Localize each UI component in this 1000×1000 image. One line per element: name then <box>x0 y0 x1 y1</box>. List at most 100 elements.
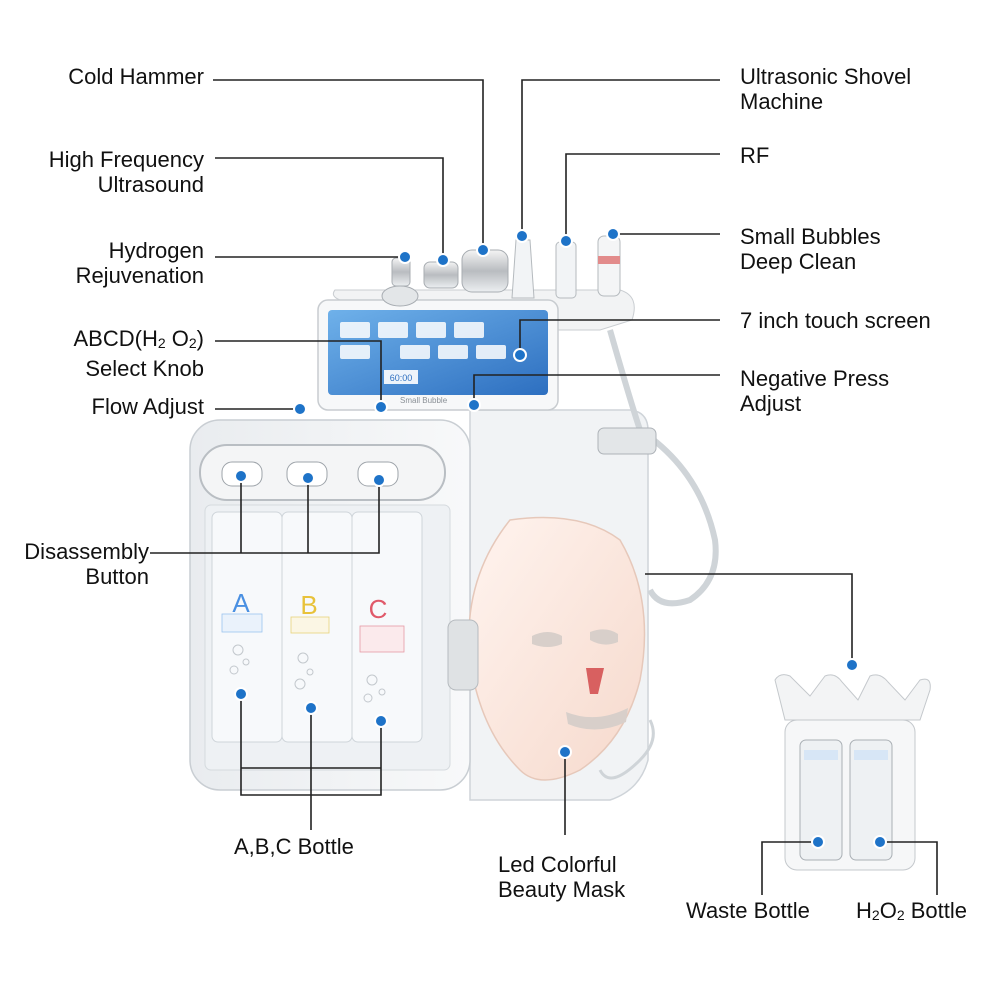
brand-text: Small Bubble <box>400 396 448 405</box>
mask-nose <box>586 668 604 694</box>
label-abcd-knob: ABCD(H2 O2) Select Knob <box>74 326 205 381</box>
mask-strap <box>447 619 479 691</box>
label-subscript: 2 <box>896 907 905 923</box>
label-abc-bottle: A,B,C Bottle <box>234 834 354 859</box>
label-rf: RF <box>740 143 769 168</box>
label-line: Rejuvenation <box>75 263 204 288</box>
handpiece-small-bubbles <box>597 235 621 297</box>
main-device: A B C 60:00 Small Bubble <box>189 235 719 801</box>
label-line: Disassembly <box>24 539 149 564</box>
label-part: Bottle <box>904 898 967 923</box>
label-part: ABCD(H <box>73 326 158 351</box>
bottle-unit-holder <box>774 674 931 721</box>
leader-abc-bottle <box>240 695 382 830</box>
label-line: Beauty Mask <box>498 877 626 902</box>
label-subscript: 2 <box>188 335 197 351</box>
label-line: ABCD(H2 O2) <box>74 326 205 356</box>
bottle-letter-a: A <box>232 588 250 618</box>
leader-negative-press <box>473 374 720 405</box>
marker-cold-hammer <box>476 243 490 257</box>
label-disassembly: Disassembly Button <box>24 539 149 589</box>
label-line: Adjust <box>740 391 802 416</box>
leader-lines <box>150 79 938 895</box>
marker-flow-adjust <box>293 402 307 416</box>
marker-disassembly-a <box>234 469 248 483</box>
marker-bottle-c <box>374 714 388 728</box>
label-line: Deep Clean <box>740 249 857 274</box>
leader-cold-hammer <box>213 79 484 250</box>
marker-bottle-a <box>234 687 248 701</box>
leader-touch-screen <box>519 319 720 355</box>
leader-rf <box>565 153 720 240</box>
leader-waste-bottle <box>761 841 818 895</box>
label-touch-screen: 7 inch touch screen <box>740 308 931 333</box>
marker-waste-bottle <box>811 835 825 849</box>
label-hydrogen: Hydrogen Rejuvenation <box>76 238 204 288</box>
label-line: Ultrasonic Shovel <box>740 64 912 89</box>
label-h2o2-bottle: H2O2 Bottle <box>856 898 967 928</box>
handpiece-rf <box>555 241 577 299</box>
marker-led-mask <box>558 745 572 759</box>
label-line: Hydrogen <box>108 238 204 263</box>
label-part: O <box>165 326 189 351</box>
markers <box>234 227 887 849</box>
label-part: ) <box>196 326 204 351</box>
label-ultrasonic-shovel: Ultrasonic Shovel Machine <box>740 64 911 114</box>
mask-cable <box>598 719 655 780</box>
marker-negative-press <box>467 398 481 412</box>
bottle-unit-view <box>774 674 931 871</box>
h2o2-bottle-label <box>854 750 888 760</box>
label-line: Ultrasound <box>97 172 204 197</box>
leader-disassembly <box>150 479 380 554</box>
label-text: 7 inch touch screen <box>740 308 931 333</box>
screen-tiles <box>340 322 506 359</box>
marker-small-bubbles <box>606 227 620 241</box>
marker-h2o2-bottle <box>873 835 887 849</box>
handpiece-hydrogen-tip <box>381 285 419 307</box>
marker-side-view <box>845 658 859 672</box>
waste-bottle-shape <box>799 739 843 861</box>
handpieces <box>381 235 621 307</box>
marker-ultrasonic-shovel <box>515 229 529 243</box>
screen-timer-box <box>384 370 418 384</box>
label-line: Negative Press <box>740 366 890 391</box>
label-part: H <box>856 898 872 923</box>
label-text: Flow Adjust <box>91 394 205 419</box>
label-text: RF <box>740 143 770 168</box>
label-line: Small Bubbles <box>740 224 881 249</box>
marker-touch-screen <box>513 348 527 362</box>
marker-hydrogen <box>398 250 412 264</box>
bottle-letter-c: C <box>369 594 388 624</box>
hose-connector <box>597 427 657 455</box>
label-part: O <box>879 898 897 923</box>
waste-bottle-label <box>804 750 838 760</box>
label-negative-press: Negative Press Adjust <box>740 366 889 416</box>
bottle-sticker-b <box>290 616 330 634</box>
label-text: A,B,C Bottle <box>234 834 354 859</box>
bottle-letter-b: B <box>300 590 317 620</box>
label-text: Waste Bottle <box>686 898 810 923</box>
label-line: High Frequency <box>48 147 204 172</box>
screen-timer: 60:00 <box>390 373 413 383</box>
marker-disassembly-b <box>301 471 315 485</box>
bottle-sticker-a <box>221 613 263 633</box>
marker-hf-ultrasound <box>436 253 450 267</box>
label-line: H2O2 Bottle <box>856 898 967 928</box>
leader-side-view <box>645 573 853 665</box>
label-line: Machine <box>740 89 824 114</box>
label-line: Button <box>85 564 149 589</box>
label-subscript: 2 <box>157 335 166 351</box>
handpiece-small-bubbles-band <box>598 256 620 264</box>
leader-ultrasonic-shovel <box>521 79 720 235</box>
leader-abcd-knob <box>215 340 382 407</box>
label-line: Led Colorful <box>498 852 617 877</box>
leader-h2o2-bottle <box>880 841 938 895</box>
label-subscript: 2 <box>871 907 880 923</box>
marker-disassembly-c <box>372 473 386 487</box>
handpiece-ultrasonic-shovel <box>511 239 535 299</box>
mask-mouth <box>566 708 628 730</box>
label-small-bubbles: Small Bubbles Deep Clean <box>740 224 881 274</box>
h2o2-bottle-shape <box>849 739 893 861</box>
bottle-sticker-c <box>359 625 405 653</box>
